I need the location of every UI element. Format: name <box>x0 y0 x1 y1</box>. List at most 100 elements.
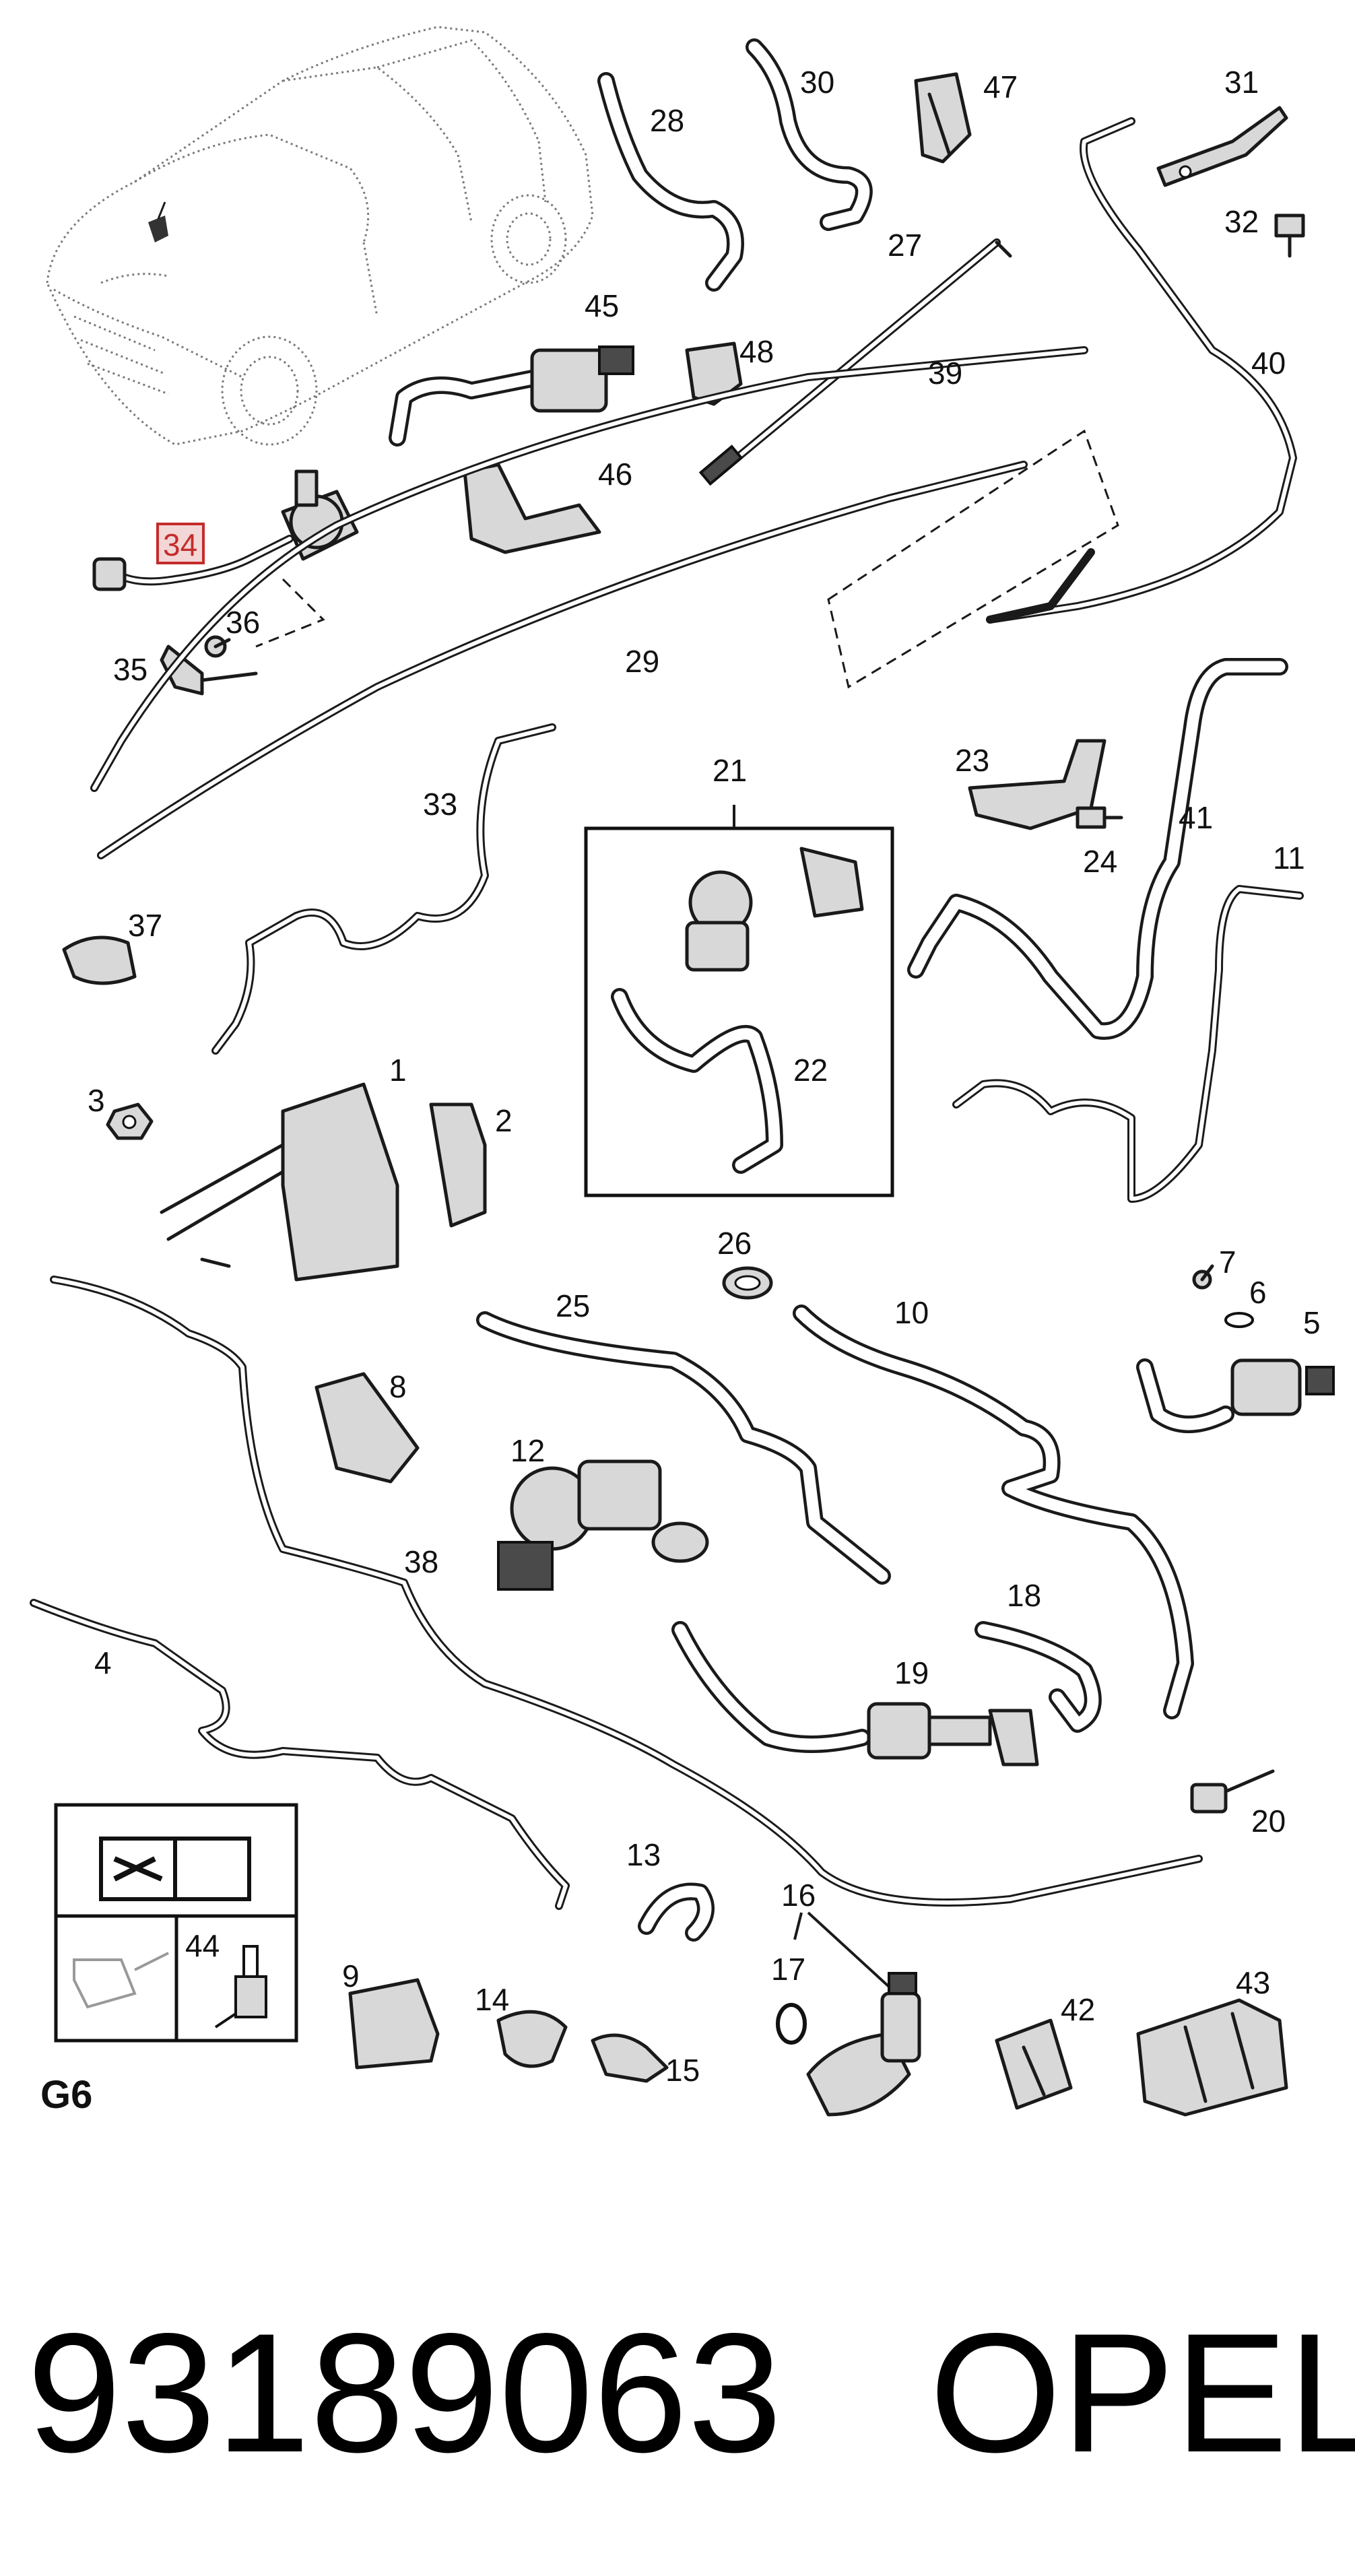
part-8-sensor[interactable] <box>315 1372 420 1484</box>
callout-42: 42 <box>1061 1992 1095 2027</box>
callout-1: 1 <box>389 1053 407 1088</box>
part-16-elbow[interactable] <box>806 1972 921 2117</box>
group-label: G6 <box>40 2073 92 2117</box>
callout-20: 20 <box>1251 1804 1286 1839</box>
part-31-bracket[interactable] <box>1156 106 1288 187</box>
legend-box: 44 <box>54 1803 298 2043</box>
callout-45: 45 <box>585 288 619 323</box>
part-4-pipe[interactable] <box>30 1599 570 1910</box>
part-number: 93189063 <box>27 2299 782 2488</box>
callout-29: 29 <box>625 644 659 679</box>
part-47-clip[interactable] <box>914 72 972 164</box>
part-18-hose[interactable] <box>974 1621 1102 1733</box>
oil-can-icon <box>73 1952 169 2009</box>
callout-2: 2 <box>495 1103 513 1138</box>
callout-47: 47 <box>983 69 1018 104</box>
group-21-frame <box>584 826 894 1197</box>
callout-16-leader <box>793 1912 803 1940</box>
part-2-bracket[interactable] <box>429 1102 487 1228</box>
part-21-valve[interactable] <box>685 847 864 972</box>
part-39-pipe[interactable] <box>90 346 1088 792</box>
callout-16: 16 <box>781 1878 816 1913</box>
part-1-canister[interactable] <box>160 1082 399 1282</box>
part-32-bolt[interactable] <box>1274 213 1305 258</box>
callout-32: 32 <box>1224 204 1259 239</box>
callout-7: 7 <box>1219 1245 1236 1280</box>
callout-24: 24 <box>1083 844 1117 879</box>
callout-37: 37 <box>128 908 162 943</box>
callout-35: 35 <box>113 652 147 687</box>
part-24-bolt[interactable] <box>1076 806 1123 829</box>
part-12-valve[interactable] <box>497 1459 709 1591</box>
part-35-bracket[interactable] <box>160 645 258 696</box>
callout-15: 15 <box>665 2053 700 2088</box>
part-43-clip[interactable] <box>1136 1998 1288 2117</box>
part-13-hose[interactable] <box>638 1882 715 1942</box>
part-42-clip[interactable] <box>995 2018 1073 2110</box>
callout-30: 30 <box>800 65 834 100</box>
brand-name: OPEL <box>929 2299 1355 2488</box>
callout-39: 39 <box>928 356 962 391</box>
callout-34[interactable]: 34 <box>163 527 197 562</box>
part-9-clip[interactable] <box>348 1978 440 2070</box>
callout-19: 19 <box>894 1655 929 1690</box>
part-34-hose-valve[interactable] <box>92 469 359 648</box>
part-7-screw[interactable] <box>1192 1264 1214 1290</box>
part-14-clip[interactable] <box>496 2010 568 2068</box>
callout-11: 11 <box>1273 840 1305 876</box>
callout-5: 5 <box>1303 1305 1321 1340</box>
manual-book-wrench-icon <box>99 1837 251 1901</box>
callout-27: 27 <box>888 228 922 263</box>
part-5-valve[interactable] <box>1136 1358 1335 1433</box>
part-26-clamp[interactable] <box>722 1266 773 1300</box>
part-46-bracket[interactable] <box>463 463 601 554</box>
callout-43: 43 <box>1236 1965 1270 2000</box>
callout-21: 21 <box>713 753 747 788</box>
part-37-clip[interactable] <box>62 935 137 985</box>
part-38-pipe[interactable] <box>50 1276 1203 1907</box>
part-33-hose[interactable] <box>211 723 556 1055</box>
callout-8: 8 <box>389 1369 407 1404</box>
part-6-ring[interactable] <box>1224 1312 1254 1328</box>
vehicle-outline <box>46 26 594 446</box>
callout-3: 3 <box>88 1083 105 1118</box>
callout-14: 14 <box>475 1982 509 2017</box>
callout-31: 31 <box>1224 65 1259 100</box>
callout-13: 13 <box>626 1837 661 1872</box>
part-29-dashed-frame <box>827 429 1119 689</box>
callout-41: 41 <box>1179 800 1213 835</box>
part-3-nut[interactable] <box>106 1102 154 1140</box>
part-36-screw[interactable] <box>204 635 231 658</box>
callout-18: 18 <box>1007 1578 1041 1613</box>
part-20-bolt[interactable] <box>1190 1769 1275 1814</box>
part-28-hose[interactable] <box>597 72 744 292</box>
part-30-hose[interactable] <box>746 38 873 231</box>
callout-4: 4 <box>94 1645 112 1680</box>
part-40-pipe[interactable] <box>986 117 1297 624</box>
part-23-bracket[interactable] <box>968 739 1106 830</box>
callout-22: 22 <box>793 1053 828 1088</box>
callout-34-highlight[interactable] <box>156 523 205 564</box>
callout-16-leader-2 <box>807 1911 890 1988</box>
part-19-valve[interactable] <box>671 1621 1039 1766</box>
part-27-pipe[interactable] <box>698 238 1012 486</box>
callout-10: 10 <box>894 1295 929 1330</box>
part-15-clip[interactable] <box>591 2033 669 2083</box>
part-22-hose[interactable] <box>611 988 783 1174</box>
part-29-pipe[interactable] <box>97 461 1095 859</box>
callout-48: 48 <box>739 334 774 369</box>
part-41-hose[interactable] <box>907 658 1288 1040</box>
callout-23: 23 <box>955 743 989 778</box>
callout-40: 40 <box>1251 345 1286 381</box>
part-25-hose[interactable] <box>476 1311 891 1585</box>
callout-12: 12 <box>510 1433 545 1468</box>
part-11-hose[interactable] <box>952 885 1304 1203</box>
callout-25: 25 <box>556 1288 590 1323</box>
part-45-valve[interactable] <box>389 345 634 447</box>
part-10-hose[interactable] <box>793 1304 1194 1719</box>
callout-33: 33 <box>423 787 457 822</box>
part-17-o-ring[interactable] <box>776 2003 807 2045</box>
callout-46: 46 <box>598 457 632 492</box>
callout-28: 28 <box>650 103 684 138</box>
